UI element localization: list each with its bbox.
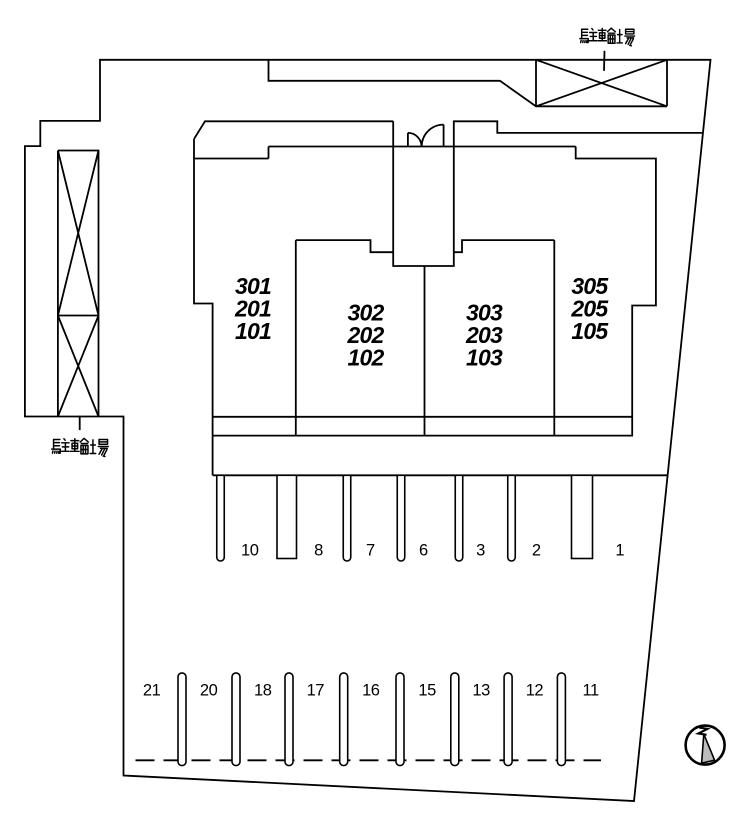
svg-text:303: 303 (466, 300, 503, 326)
svg-text:101: 101 (235, 318, 271, 344)
svg-text:12: 12 (526, 682, 544, 700)
svg-text:7: 7 (366, 542, 375, 560)
svg-text:16: 16 (362, 682, 380, 700)
svg-text:302: 302 (348, 300, 385, 326)
svg-text:105: 105 (571, 318, 609, 344)
svg-text:2: 2 (532, 542, 541, 560)
svg-text:18: 18 (254, 682, 272, 700)
svg-text:21: 21 (143, 682, 161, 700)
svg-text:17: 17 (307, 682, 325, 700)
svg-text:305: 305 (571, 273, 609, 299)
svg-text:11: 11 (583, 682, 599, 700)
svg-text:103: 103 (466, 344, 503, 370)
svg-text:20: 20 (200, 682, 218, 700)
svg-text:203: 203 (465, 322, 503, 348)
svg-text:1: 1 (615, 542, 624, 560)
svg-text:15: 15 (418, 682, 436, 700)
svg-text:8: 8 (314, 542, 323, 560)
svg-text:201: 201 (234, 296, 271, 322)
svg-text:102: 102 (348, 344, 385, 370)
svg-text:10: 10 (241, 542, 259, 560)
svg-text:202: 202 (347, 322, 385, 348)
svg-text:301: 301 (235, 273, 271, 299)
svg-text:6: 6 (419, 542, 428, 560)
svg-text:13: 13 (472, 682, 490, 700)
svg-text:205: 205 (570, 296, 609, 322)
svg-text:3: 3 (476, 542, 485, 560)
